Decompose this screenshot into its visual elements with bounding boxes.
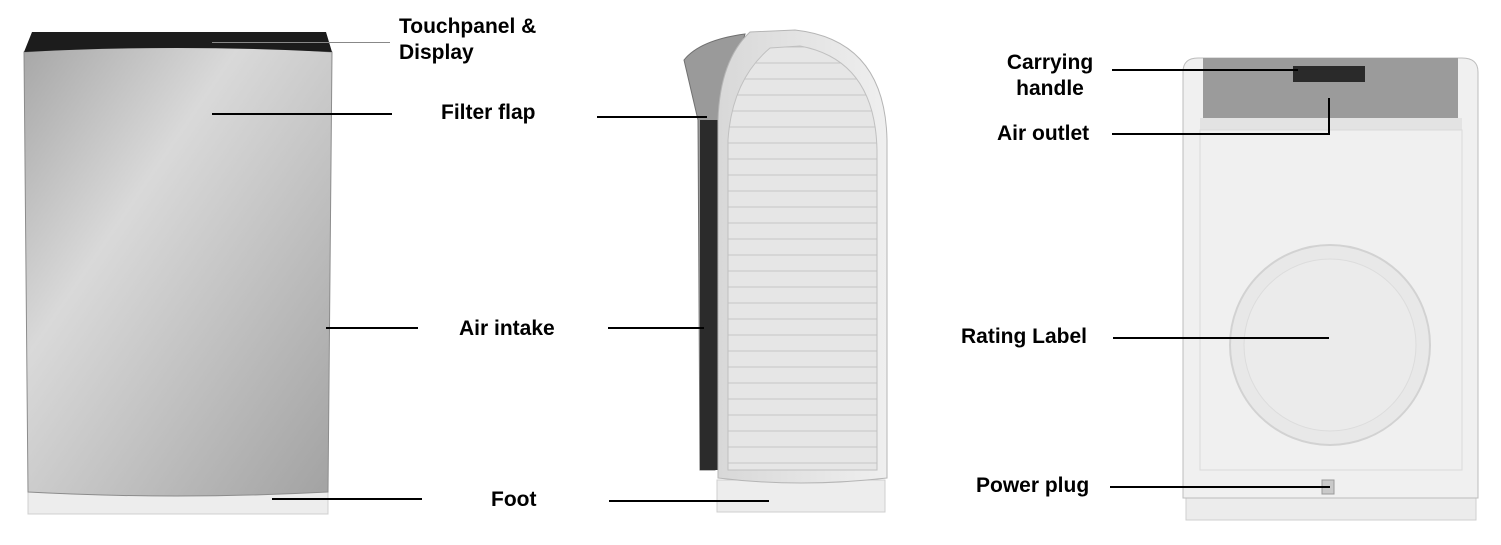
leader-filter-flap-side: [597, 116, 707, 118]
touchpanel-label-line1: Touchpanel &: [399, 15, 537, 38]
leader-foot-front: [272, 498, 422, 500]
air-outlet-label: Air outlet: [997, 122, 1090, 145]
filter-flap-label: Filter flap: [441, 101, 536, 124]
carrying-handle-label: Carrying handle: [1000, 50, 1100, 102]
leader-filter-flap: [212, 113, 392, 115]
foot-label: Foot: [491, 488, 537, 511]
touchpanel-shape: [24, 32, 332, 52]
back-view-device: [1182, 57, 1479, 521]
carrying-label-line1: Carrying: [1006, 51, 1094, 74]
leader-air-intake-front: [326, 327, 418, 329]
back-upper-panel-shape: [1200, 118, 1462, 130]
back-inner-frame-shape: [1199, 129, 1463, 471]
touchpanel-label-line2: Display: [399, 41, 474, 64]
leader-power-plug: [1110, 486, 1330, 488]
side-foot-shape: [716, 479, 886, 513]
power-plug-label: Power plug: [976, 474, 1090, 497]
leader-rating-label: [1113, 337, 1329, 339]
rating-label-label: Rating Label: [961, 325, 1088, 348]
side-intake-strip-shape: [700, 120, 718, 470]
touchpanel-display-label: Touchpanel & Display: [399, 14, 536, 66]
carrying-label-line2: handle: [1016, 77, 1084, 100]
leader-air-outlet-vertical: [1328, 98, 1330, 135]
leader-touchpanel: [212, 42, 390, 43]
leader-air-intake-side: [608, 327, 704, 329]
side-view-device: [683, 29, 888, 513]
side-slat-area-shape: [727, 45, 878, 471]
carrying-handle-shape: [1293, 66, 1365, 82]
leader-foot-side: [609, 500, 769, 502]
leader-carrying-handle: [1112, 69, 1298, 71]
air-intake-label: Air intake: [459, 317, 555, 340]
leader-air-outlet: [1112, 133, 1330, 135]
front-view-device: [23, 32, 333, 515]
